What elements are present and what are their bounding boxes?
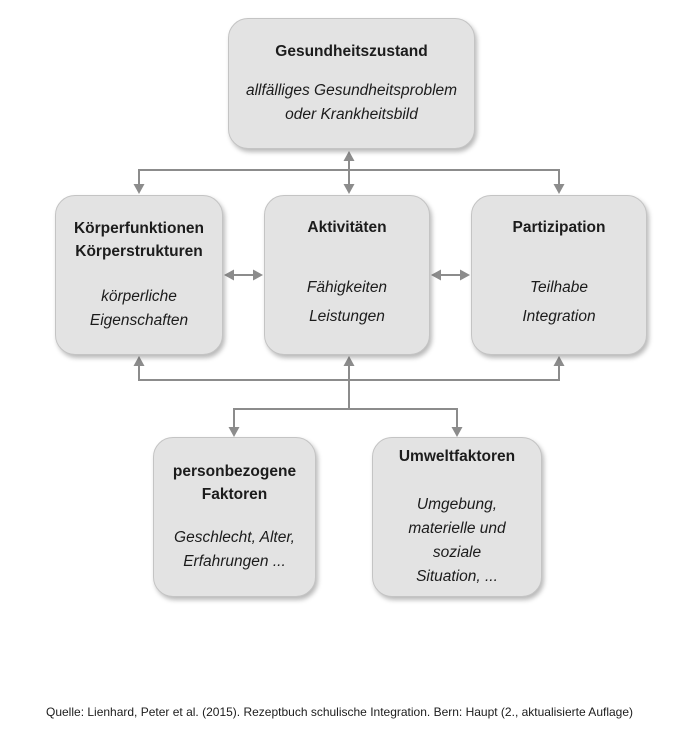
- arrow-health-activities-icon: [343, 151, 355, 194]
- title-line: Aktivitäten: [307, 218, 387, 236]
- box-subtitle: Teilhabe Integration: [522, 271, 595, 334]
- box-personbezogene-faktoren: personbezogene Faktoren Geschlecht, Alte…: [153, 437, 316, 597]
- subtitle-line: Eigenschaften: [89, 312, 189, 330]
- box-title: personbezogene Faktoren: [173, 460, 296, 507]
- box-gesundheitszustand: Gesundheitszustand allfälliges Gesundhei…: [228, 18, 475, 149]
- box-subtitle: Fähigkeiten Leistungen: [307, 271, 387, 334]
- box-subtitle: körperliche Eigenschaften: [90, 285, 188, 333]
- box-koerperfunktionen: Körperfunktionen Körperstrukturen körper…: [55, 195, 223, 355]
- box-title: Gesundheitszustand: [275, 40, 427, 63]
- title-line: Faktoren: [201, 485, 268, 503]
- subtitle-line: oder Krankheitsbild: [285, 106, 418, 124]
- box-title: Körperfunktionen Körperstrukturen: [74, 217, 204, 264]
- box-umweltfaktoren: Umweltfaktoren Umgebung, materielle und …: [372, 437, 542, 597]
- subtitle-line: allfälliges Gesundheitsproblem: [245, 82, 458, 100]
- title-line: personbezogene: [172, 462, 297, 480]
- box-partizipation: Partizipation Teilhabe Integration: [471, 195, 647, 355]
- arrow-activities-participation-icon: [431, 269, 470, 281]
- title-line: Gesundheitszustand: [275, 42, 428, 60]
- subtitle-line: Situation, ...: [416, 567, 498, 585]
- box-aktivitaeten: Aktivitäten Fähigkeiten Leistungen: [264, 195, 430, 355]
- box-title: Partizipation: [512, 216, 605, 239]
- connector-factors-to-row-icon: [133, 356, 565, 409]
- title-line: Körperfunktionen: [73, 219, 205, 237]
- box-subtitle: Geschlecht, Alter, Erfahrungen ...: [174, 526, 295, 574]
- subtitle-line: Erfahrungen ...: [183, 553, 286, 571]
- box-title: Umweltfaktoren: [399, 445, 515, 468]
- title-line: Partizipation: [512, 218, 606, 236]
- subtitle-line: Umgebung,: [416, 495, 498, 513]
- title-line: Umweltfaktoren: [398, 448, 516, 466]
- box-subtitle: Umgebung, materielle und soziale Situati…: [383, 493, 531, 589]
- subtitle-line: Leistungen: [309, 308, 385, 326]
- title-line: Körperstrukturen: [75, 242, 203, 260]
- box-subtitle: allfälliges Gesundheitsproblem oder Kran…: [246, 79, 457, 127]
- connector-to-bottom-boxes-icon: [228, 408, 463, 437]
- subtitle-line: Fähigkeiten: [306, 279, 388, 297]
- subtitle-line: Teilhabe: [529, 279, 589, 297]
- box-title: Aktivitäten: [307, 216, 386, 239]
- subtitle-line: materielle und soziale: [408, 519, 506, 561]
- subtitle-line: Geschlecht, Alter,: [174, 529, 295, 547]
- connector-health-to-row-icon: [133, 169, 565, 194]
- arrow-bodyfunc-activities-icon: [224, 269, 263, 281]
- subtitle-line: Integration: [522, 308, 596, 326]
- source-caption: Quelle: Lienhard, Peter et al. (2015). R…: [46, 705, 634, 719]
- subtitle-line: körperliche: [101, 288, 177, 306]
